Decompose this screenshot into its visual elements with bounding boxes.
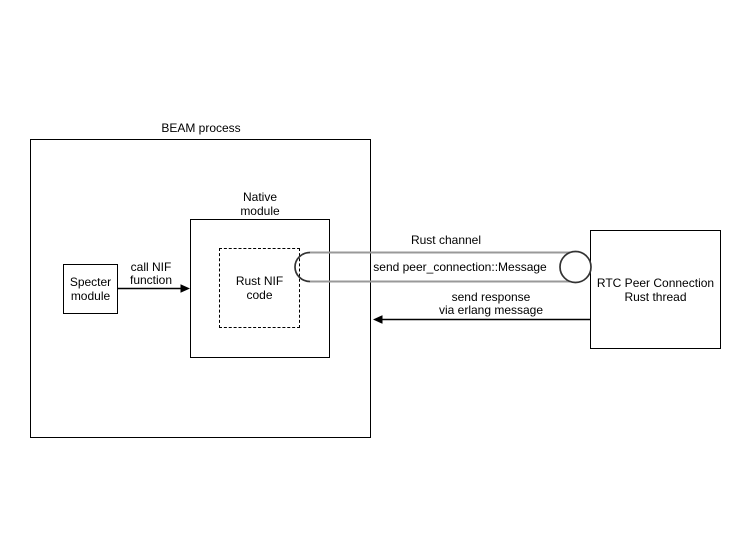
rust-channel-label: Rust channel	[410, 233, 482, 247]
response-label: send response via erlang message	[438, 290, 544, 317]
rtc-thread-label: RTC Peer Connection Rust thread	[596, 275, 715, 304]
specter-module-box: Specter module	[63, 264, 118, 314]
rust-nif-code-label: Rust NIF code	[235, 274, 284, 302]
native-module-box	[190, 219, 330, 358]
channel-message-label: send peer_connection::Message	[373, 260, 547, 274]
call-nif-label: call NIF function	[129, 260, 173, 287]
beam-process-label: BEAM process	[161, 121, 241, 135]
pipe-right-end-circle	[559, 250, 592, 284]
beam-process-box	[30, 139, 371, 438]
specter-module-label: Specter module	[69, 275, 112, 303]
native-module-label: Native module	[240, 190, 280, 218]
rtc-thread-box: RTC Peer Connection Rust thread	[590, 230, 721, 349]
response-arrowhead-icon	[373, 315, 383, 324]
rust-nif-code-box: Rust NIF code	[219, 248, 300, 328]
